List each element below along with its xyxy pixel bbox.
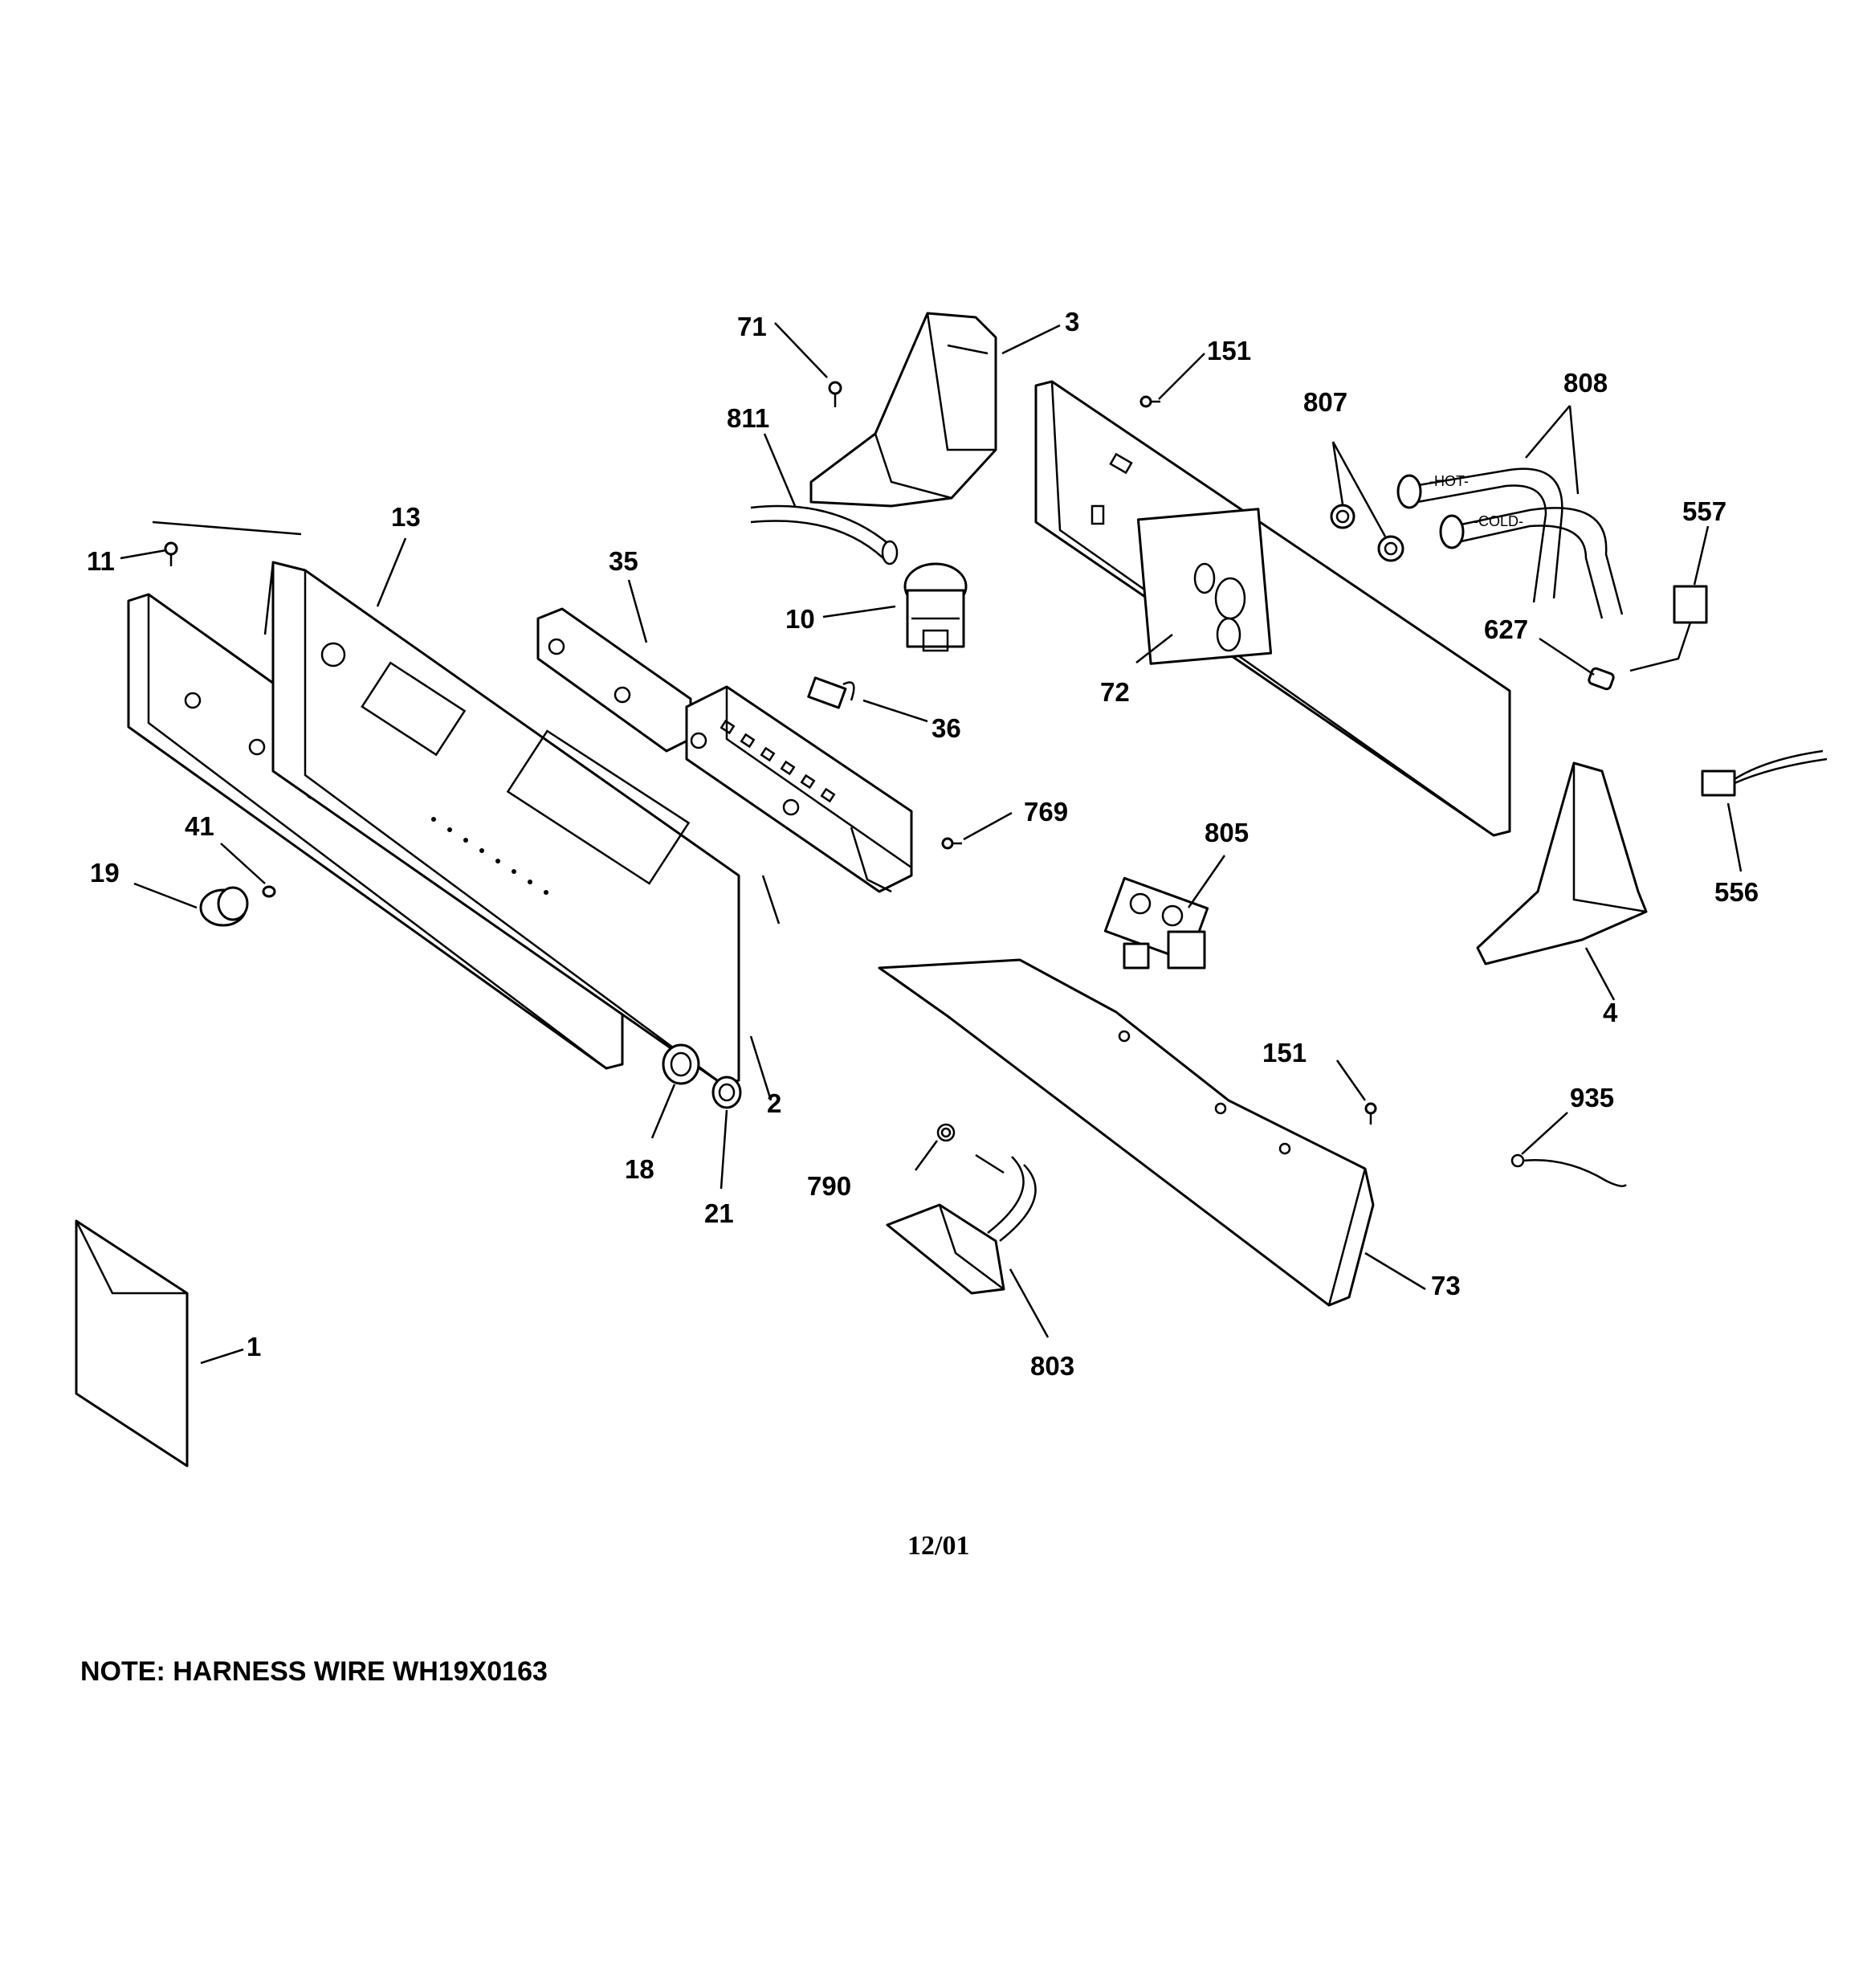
callout-18: 18 xyxy=(625,1154,654,1184)
callout-557: 557 xyxy=(1682,496,1726,526)
callout-4: 4 xyxy=(1603,998,1618,1027)
callout-73: 73 xyxy=(1431,1271,1461,1300)
callout-35: 35 xyxy=(609,546,638,576)
callout-803: 803 xyxy=(1030,1351,1074,1381)
callout-556: 556 xyxy=(1714,877,1759,907)
callout-769: 769 xyxy=(1024,797,1068,827)
part-935-ground-wire xyxy=(1510,1153,1627,1187)
part-556-connector xyxy=(1701,749,1828,797)
part-3-end-cap-left xyxy=(809,312,997,508)
callout-811: 811 xyxy=(727,403,769,433)
part-769-screw xyxy=(941,837,962,850)
callout-13: 13 xyxy=(391,502,421,532)
callout-807: 807 xyxy=(1303,387,1347,417)
callout-71: 71 xyxy=(737,312,767,341)
part-151-screw-lower xyxy=(1364,1102,1377,1125)
part-72-backsplash xyxy=(1034,380,1511,837)
part-803-tray xyxy=(886,1156,1037,1295)
part-807-washers xyxy=(1330,504,1404,562)
part-1-manual-envelope xyxy=(75,1219,189,1468)
callout-2: 2 xyxy=(767,1088,781,1118)
part-557-plug xyxy=(1629,585,1708,672)
panel-led-dots xyxy=(431,817,548,895)
part-2-panel-frame xyxy=(263,561,781,1086)
part-811-tube xyxy=(750,504,899,565)
part-808-inlet-hoses: -HOT- -COLD- xyxy=(1396,467,1624,619)
callout-805: 805 xyxy=(1205,818,1249,847)
callout-41: 41 xyxy=(185,811,214,841)
callout-627: 627 xyxy=(1484,614,1528,644)
part-18-button xyxy=(662,1043,700,1085)
part-19-knob xyxy=(199,886,249,927)
board-connector-row xyxy=(720,719,836,803)
part-790-clamp xyxy=(936,1123,956,1142)
part-10-pressure-switch xyxy=(903,562,968,652)
callout-3: 3 xyxy=(1065,307,1079,337)
callout-935: 935 xyxy=(1570,1083,1614,1112)
part-11-screw xyxy=(164,541,178,566)
callout-151-upper: 151 xyxy=(1207,336,1251,365)
callout-10: 10 xyxy=(785,604,815,634)
control-board-assembly xyxy=(685,685,913,893)
part-21-button xyxy=(711,1076,742,1109)
part-35-board-bracket xyxy=(536,607,692,753)
part-4-end-cap-right xyxy=(1476,761,1648,965)
part-73-base-rail xyxy=(878,958,1375,1307)
callout-151-lower: 151 xyxy=(1262,1038,1307,1067)
part-627-cap xyxy=(1588,667,1615,691)
part-71-screw xyxy=(828,381,842,407)
callout-72: 72 xyxy=(1100,677,1130,707)
part-805-inlet-valve xyxy=(1103,876,1209,970)
callout-19: 19 xyxy=(90,858,120,888)
callout-808: 808 xyxy=(1563,368,1608,398)
callout-790: 790 xyxy=(807,1171,851,1201)
part-36-connector xyxy=(807,676,855,709)
callout-labels: 11 13 35 71 3 811 10 36 769 151 72 807 8… xyxy=(87,307,1759,1381)
harness-wire-note: NOTE: HARNESS WIRE WH19X0163 xyxy=(80,1656,548,1687)
callout-1: 1 xyxy=(247,1332,261,1361)
callout-11: 11 xyxy=(87,546,115,576)
leader-lines xyxy=(120,322,1743,1365)
part-151-screw-upper xyxy=(1139,395,1160,408)
revision-date: 12/01 xyxy=(907,1531,969,1561)
callout-21: 21 xyxy=(704,1198,734,1228)
cold-hose-label: -COLD- xyxy=(1474,513,1523,529)
part-41-setscrew xyxy=(262,885,276,898)
callout-36: 36 xyxy=(932,713,961,743)
hot-hose-label: -HOT- xyxy=(1429,473,1469,489)
